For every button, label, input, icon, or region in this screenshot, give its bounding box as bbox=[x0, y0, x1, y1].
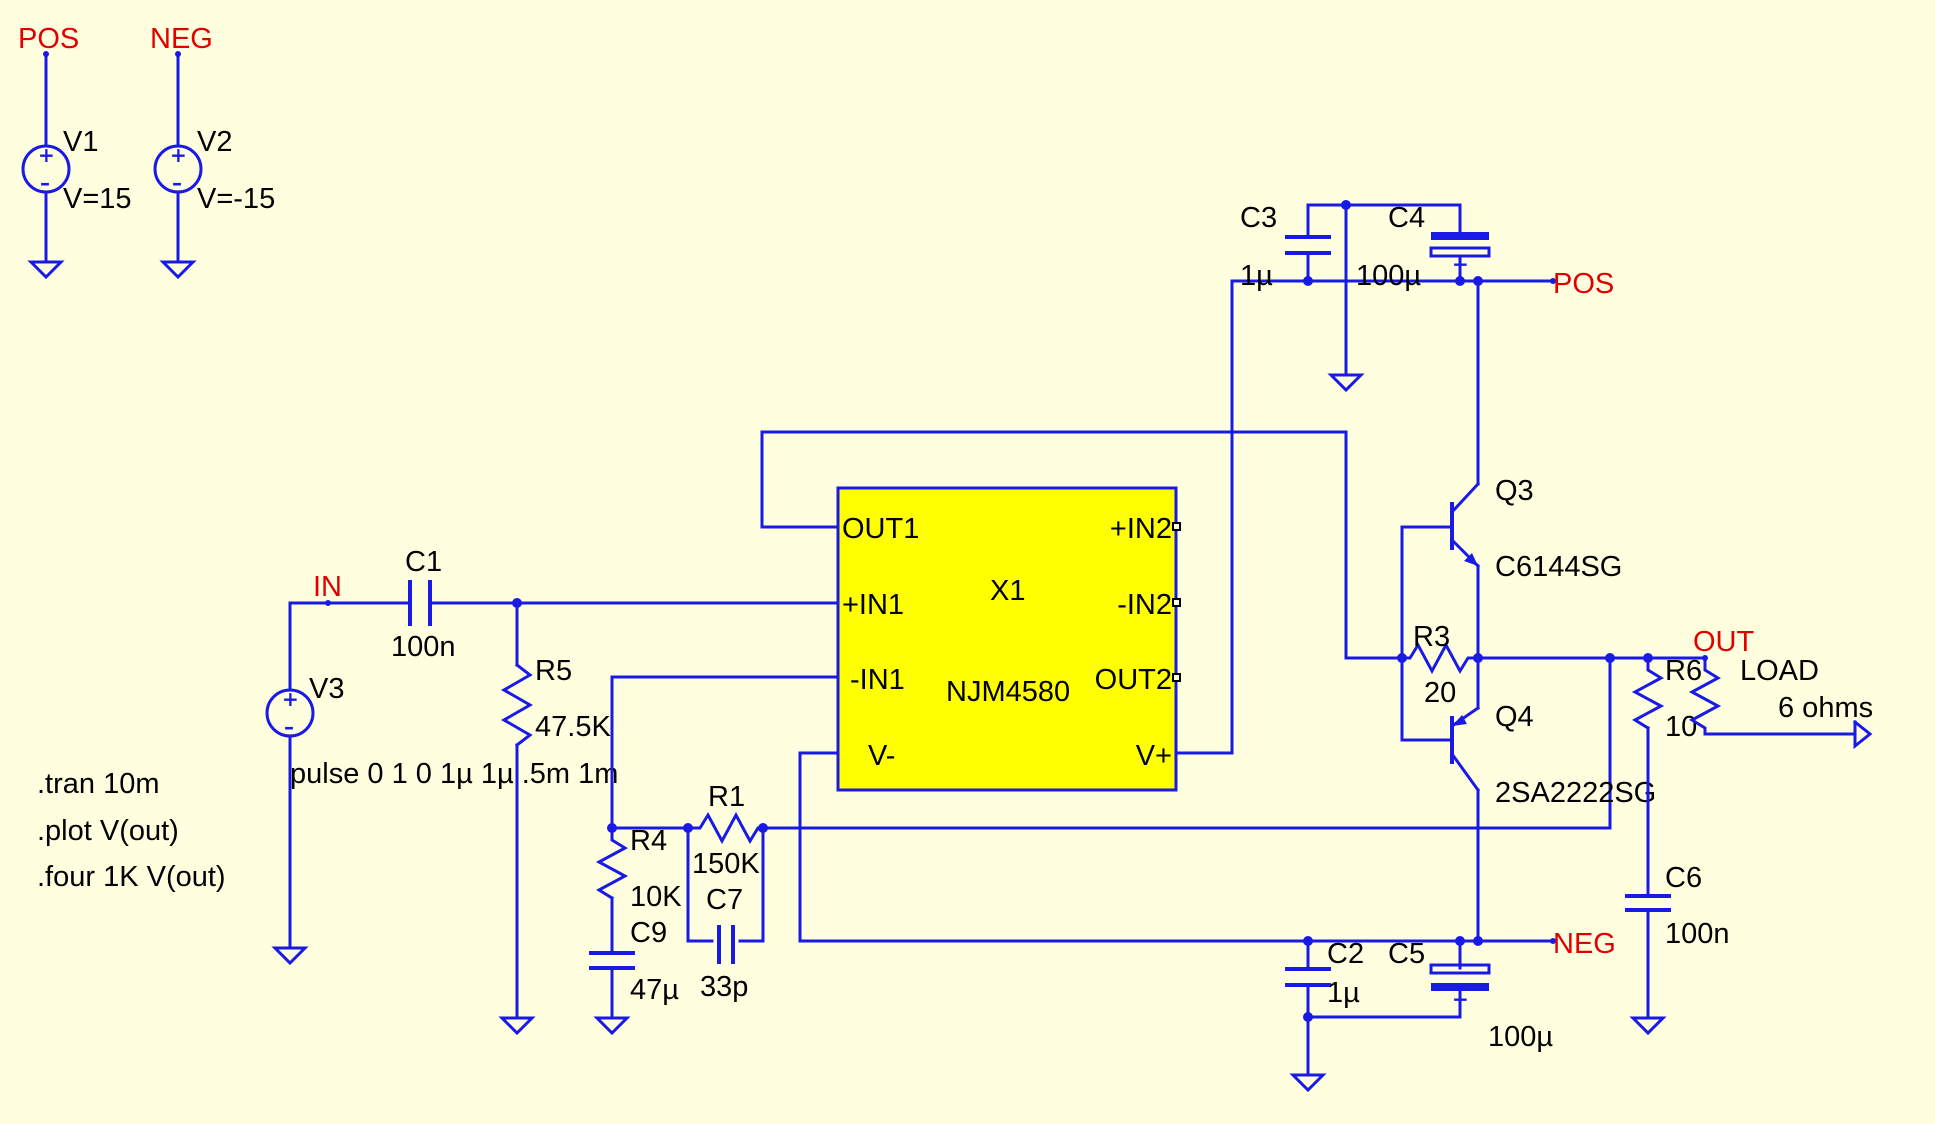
c4-capacitor[interactable]: + bbox=[1429, 232, 1491, 276]
x1-pin-in1n: -IN1 bbox=[850, 664, 905, 696]
load-name: LOAD bbox=[1740, 655, 1819, 687]
r5-name: R5 bbox=[535, 655, 572, 687]
r6-value: 10 bbox=[1665, 711, 1697, 743]
r1-value: 150K bbox=[692, 848, 760, 880]
c7-value: 33p bbox=[700, 971, 748, 1003]
c3-name: C3 bbox=[1240, 202, 1277, 234]
net-label-pos: POS bbox=[18, 23, 79, 55]
svg-text:+: + bbox=[1452, 252, 1469, 276]
v2-name: V2 bbox=[197, 126, 232, 158]
c5-capacitor[interactable]: + bbox=[1429, 963, 1491, 1011]
net-label-out: OUT bbox=[1693, 626, 1755, 658]
r1-resistor[interactable] bbox=[686, 811, 765, 845]
r4-value: 10K bbox=[630, 881, 682, 913]
r4-name: R4 bbox=[630, 825, 667, 857]
v3-source[interactable]: + – bbox=[265, 687, 315, 966]
v1-name: V1 bbox=[63, 126, 98, 158]
v2-value: V=-15 bbox=[197, 183, 275, 215]
svg-text:+: + bbox=[170, 143, 187, 167]
c7-name: C7 bbox=[706, 884, 743, 916]
r3-value: 20 bbox=[1424, 677, 1456, 709]
net-label-in: IN bbox=[313, 571, 342, 603]
svg-text:+: + bbox=[1452, 987, 1469, 1011]
c6-capacitor[interactable] bbox=[1625, 894, 1671, 1036]
q4-name: Q4 bbox=[1495, 701, 1534, 733]
net-label-pos-2: POS bbox=[1553, 268, 1614, 300]
c3-capacitor[interactable] bbox=[1285, 235, 1331, 255]
v3-name: V3 bbox=[309, 673, 344, 705]
c9-capacitor[interactable] bbox=[589, 951, 635, 1036]
feedback-wiring bbox=[607, 675, 1612, 943]
directive-plot[interactable]: .plot V(out) bbox=[37, 815, 179, 847]
c1-value: 100n bbox=[391, 631, 456, 663]
c9-value: 47µ bbox=[630, 974, 679, 1006]
main-wiring bbox=[760, 200, 1708, 1093]
v2-source[interactable]: + – bbox=[153, 51, 203, 280]
c2-capacitor[interactable] bbox=[1285, 967, 1331, 987]
input-wiring bbox=[288, 598, 840, 692]
svg-text:+: + bbox=[282, 687, 299, 711]
load-value: 6 ohms bbox=[1778, 692, 1873, 724]
c2-value: 1µ bbox=[1327, 977, 1360, 1009]
c6-name: C6 bbox=[1665, 862, 1702, 894]
x1-pin-in1p: +IN1 bbox=[842, 589, 904, 621]
c4-name: C4 bbox=[1388, 202, 1425, 234]
v1-source[interactable]: + – bbox=[21, 51, 71, 280]
q4-value: 2SA2222SG bbox=[1495, 777, 1656, 809]
x1-pin-out2: OUT2 bbox=[1095, 664, 1172, 696]
c4-value: 100µ bbox=[1356, 260, 1421, 292]
q4-transistor[interactable] bbox=[1449, 705, 1481, 793]
r6-name: R6 bbox=[1665, 655, 1702, 687]
q3-transistor[interactable] bbox=[1449, 481, 1481, 569]
c9-name: C9 bbox=[630, 917, 667, 949]
c1-name: C1 bbox=[405, 546, 442, 578]
r4-resistor[interactable] bbox=[595, 826, 629, 955]
svg-text:–: – bbox=[284, 715, 294, 739]
q3-value: C6144SG bbox=[1495, 551, 1622, 583]
c5-value: 100µ bbox=[1488, 1021, 1553, 1053]
r3-resistor[interactable] bbox=[1400, 641, 1480, 675]
r5-value: 47.5K bbox=[535, 711, 611, 743]
r1-name: R1 bbox=[708, 781, 745, 813]
directive-four[interactable]: .four 1K V(out) bbox=[37, 861, 226, 893]
x1-pin-in2n: -IN2 bbox=[1117, 589, 1172, 621]
load-resistor[interactable] bbox=[1688, 656, 1873, 750]
c5-name: C5 bbox=[1388, 938, 1425, 970]
svg-text:–: – bbox=[172, 171, 182, 195]
net-label-neg-2: NEG bbox=[1553, 928, 1616, 960]
r6-resistor[interactable] bbox=[1631, 656, 1665, 898]
directive-tran[interactable]: .tran 10m bbox=[37, 768, 160, 800]
c6-value: 100n bbox=[1665, 918, 1730, 950]
v1-value: V=15 bbox=[63, 183, 132, 215]
x1-pin-vminus: V- bbox=[868, 740, 895, 772]
c7-capacitor[interactable] bbox=[717, 925, 735, 964]
r5-resistor[interactable] bbox=[498, 662, 536, 1036]
x1-name: X1 bbox=[990, 575, 1025, 607]
c1-capacitor[interactable] bbox=[408, 580, 432, 626]
v3-value: pulse 0 1 0 1µ 1µ .5m 1m bbox=[290, 758, 618, 790]
x1-pin-vplus: V+ bbox=[1136, 740, 1172, 772]
r3-name: R3 bbox=[1413, 621, 1450, 653]
x1-opamp[interactable] bbox=[836, 486, 1181, 792]
x1-model: NJM4580 bbox=[946, 676, 1070, 708]
c2-name: C2 bbox=[1327, 938, 1364, 970]
q3-name: Q3 bbox=[1495, 475, 1534, 507]
net-label-neg: NEG bbox=[150, 23, 213, 55]
svg-text:+: + bbox=[38, 143, 55, 167]
c3-value: 1µ bbox=[1240, 260, 1273, 292]
x1-pin-out1: OUT1 bbox=[842, 513, 919, 545]
svg-text:–: – bbox=[40, 171, 50, 195]
x1-pin-in2p: +IN2 bbox=[1110, 513, 1172, 545]
